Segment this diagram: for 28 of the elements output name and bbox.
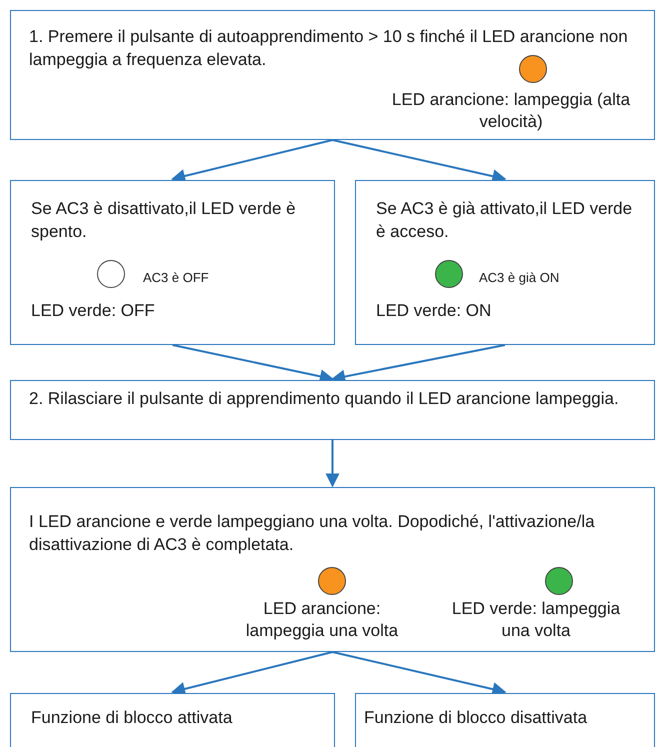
- step-text: 1. Premere il pulsante di autoapprendimento > 10 s finché il LED arancione non lampeggia a frequenza elevata.: [29, 26, 629, 71]
- process-box: [355, 180, 655, 345]
- process-box: [10, 10, 655, 140]
- led-indicator: [519, 55, 547, 83]
- step-text: Funzione di blocco disattivata: [364, 707, 588, 729]
- step-text: Se AC3 è già attivato,il LED verde è acceso.: [376, 198, 634, 243]
- process-box: [10, 487, 655, 652]
- arrow: [171, 651, 333, 696]
- led-caption: AC3 è OFF: [143, 269, 210, 287]
- led-indicator: [318, 567, 346, 595]
- led-caption: LED arancione: lampeggia (alta velocità): [390, 89, 632, 133]
- process-box: [10, 180, 335, 345]
- led-status-text: LED verde: ON: [376, 300, 492, 322]
- step-text: I LED arancione e verde lampeggiano una volta. Dopodiché, l'attivazione/la disattivazione di AC3 è completata.: [29, 511, 596, 556]
- led-caption: LED arancione: lampeggia una volta: [244, 598, 400, 642]
- led-indicator: [435, 260, 463, 288]
- step-text: 2. Rilasciare il pulsante di apprendimento quando il LED arancione lampeggia.: [29, 388, 620, 410]
- led-caption: LED verde: lampeggia una volta: [450, 598, 622, 642]
- arrow: [326, 440, 340, 488]
- step-text: Funzione di blocco attivata: [31, 707, 234, 729]
- step-text: Se AC3 è disattivato,il LED verde è spento.: [31, 198, 297, 243]
- arrow: [171, 139, 333, 183]
- led-indicator: [97, 260, 125, 288]
- led-indicator: [545, 567, 573, 595]
- arrow: [332, 651, 506, 696]
- led-caption: AC3 è già ON: [479, 269, 560, 287]
- led-status-text: LED verde: OFF: [31, 300, 156, 322]
- process-box: [10, 380, 655, 440]
